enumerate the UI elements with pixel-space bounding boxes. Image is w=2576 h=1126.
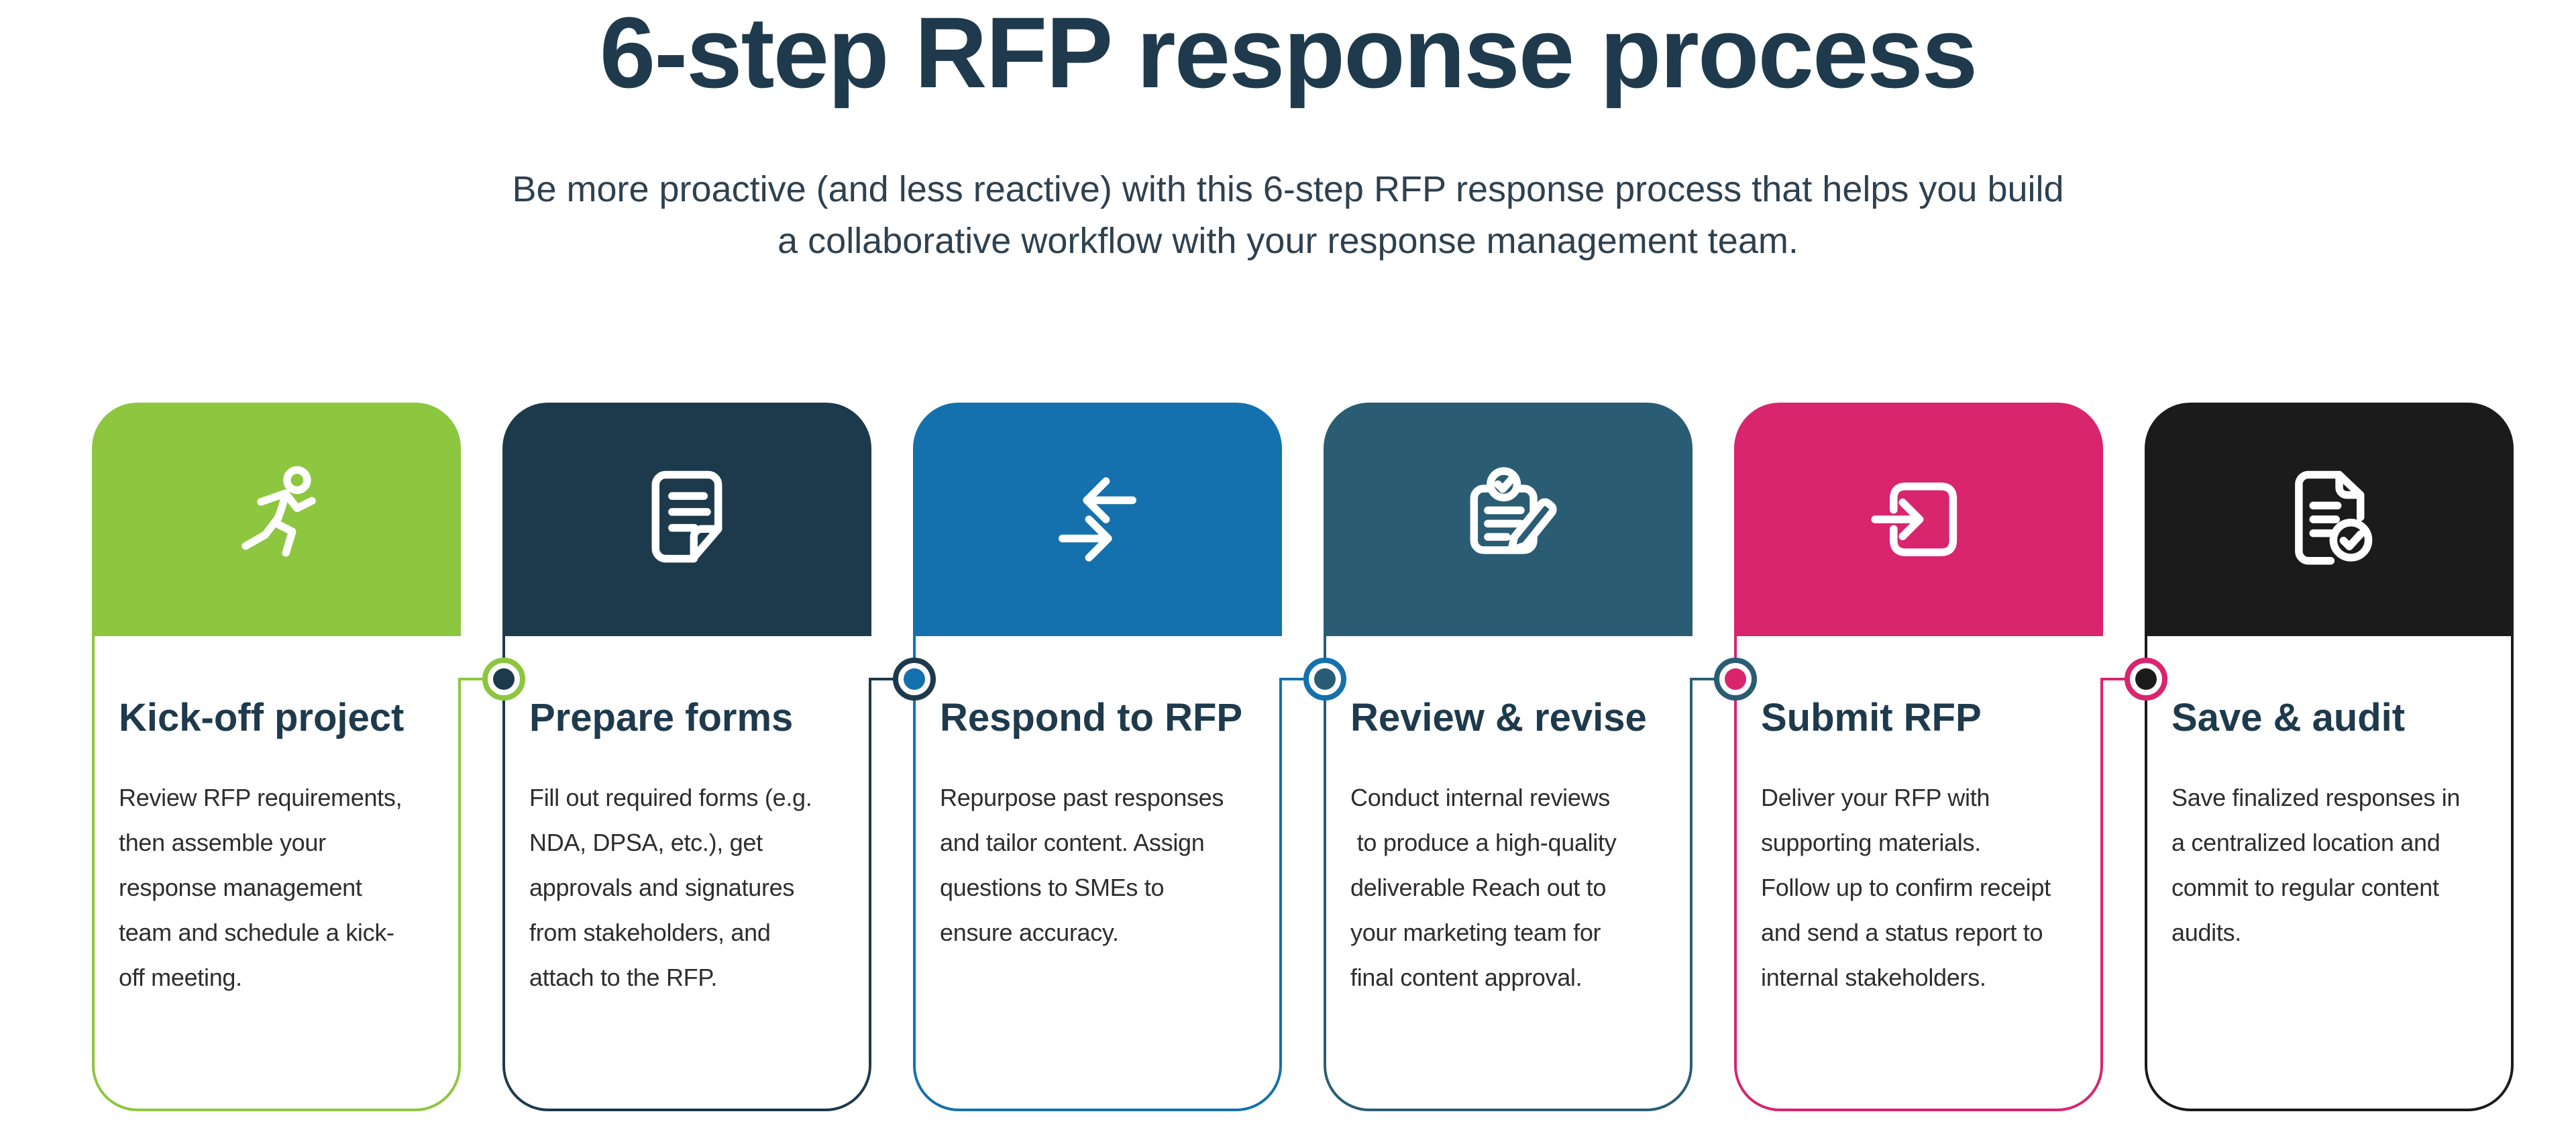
step-header [1734, 403, 2103, 636]
connector-dot [2135, 668, 2157, 690]
connector-line [2100, 678, 2127, 680]
border-gap [1279, 636, 1282, 678]
page-subtitle: Be more proactive (and less reactive) wi… [512, 169, 2064, 261]
connector-line [458, 678, 485, 680]
connector-node [482, 658, 525, 701]
step-description: Conduct internal reviews to produce a hi… [1350, 784, 1617, 991]
step-title: Prepare forms [529, 696, 794, 739]
connector-dot [493, 668, 515, 690]
border-gap [1690, 636, 1693, 678]
connector-node [893, 658, 936, 701]
step-title: Submit RFP [1761, 696, 1982, 739]
step-description: Fill out required forms (e.g. NDA, DPSA,… [529, 784, 812, 991]
transfer-arrows-icon [1034, 456, 1161, 583]
page-title: 6-step RFP response process [599, 0, 1978, 109]
border-gap [2100, 636, 2103, 678]
step-description: Save finalized responses in a centralize… [2171, 784, 2461, 946]
step-title: Review & revise [1350, 696, 1647, 739]
connector-node [2125, 658, 2167, 701]
border-gap [869, 636, 871, 678]
step-title: Save & audit [2171, 696, 2406, 739]
step-header [502, 403, 871, 636]
step-body: Submit RFP Deliver your RFP with supporti… [1734, 636, 2103, 1111]
step-card: Submit RFP Deliver your RFP with supporti… [1734, 403, 2103, 1111]
step-header [2145, 403, 2514, 636]
connector-node [1303, 658, 1346, 701]
connector-node [1714, 658, 1757, 701]
step-description: Deliver your RFP with supporting materia… [1761, 784, 2051, 991]
step-header [1324, 403, 1693, 636]
connector-dot [1725, 668, 1746, 690]
connector-dot [904, 668, 925, 690]
runner-icon [213, 456, 340, 583]
step-description: Repurpose past responses and tailor cont… [940, 784, 1224, 946]
step-body: Respond to RFP Repurpose past responses a… [913, 636, 1282, 1111]
connector-line [869, 678, 896, 680]
document-check-icon [2265, 456, 2393, 583]
connector-dot [1314, 668, 1336, 690]
step-description: Review RFP requirements, then assemble y… [119, 784, 402, 991]
step-title: Kick-off project [119, 696, 405, 739]
step-title: Respond to RFP [940, 696, 1243, 739]
review-checklist-icon [1444, 456, 1572, 583]
step-header [913, 403, 1282, 636]
step-header [92, 403, 461, 636]
border-gap [458, 636, 461, 678]
connector-line [1279, 678, 1306, 680]
document-icon [623, 456, 751, 583]
connector-line [1690, 678, 1717, 680]
sign-in-arrow-icon [1855, 456, 1982, 583]
step-card: Respond to RFP Repurpose past responses a… [913, 403, 1282, 1111]
